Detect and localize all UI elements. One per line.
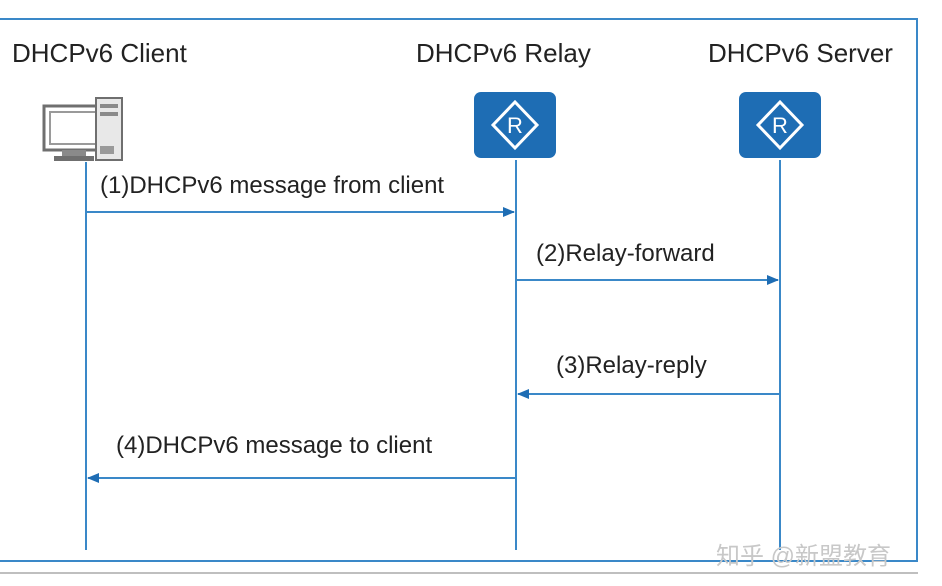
relay-router-glyph: R [507,113,523,138]
client-label: DHCPv6 Client [12,38,187,68]
frame-top-border [0,18,918,20]
frame-bottom-border [0,560,918,562]
message-1-label: (1)DHCPv6 message from client [100,172,445,199]
server-router-icon: R [739,92,821,158]
message-4-label: (4)DHCPv6 message to client [116,432,433,459]
server-label: DHCPv6 Server [708,38,893,68]
desktop-computer-icon [42,97,123,161]
watermark-text: 知乎 @新盟教育 [716,543,892,570]
frame-right-border [916,18,918,562]
relay-label: DHCPv6 Relay [416,38,591,68]
server-router-glyph: R [772,113,788,138]
message-2-label: (2)Relay-forward [536,240,715,267]
relay-router-icon: R [474,92,556,158]
page-divider [0,572,918,574]
message-3-label: (3)Relay-reply [556,352,707,379]
